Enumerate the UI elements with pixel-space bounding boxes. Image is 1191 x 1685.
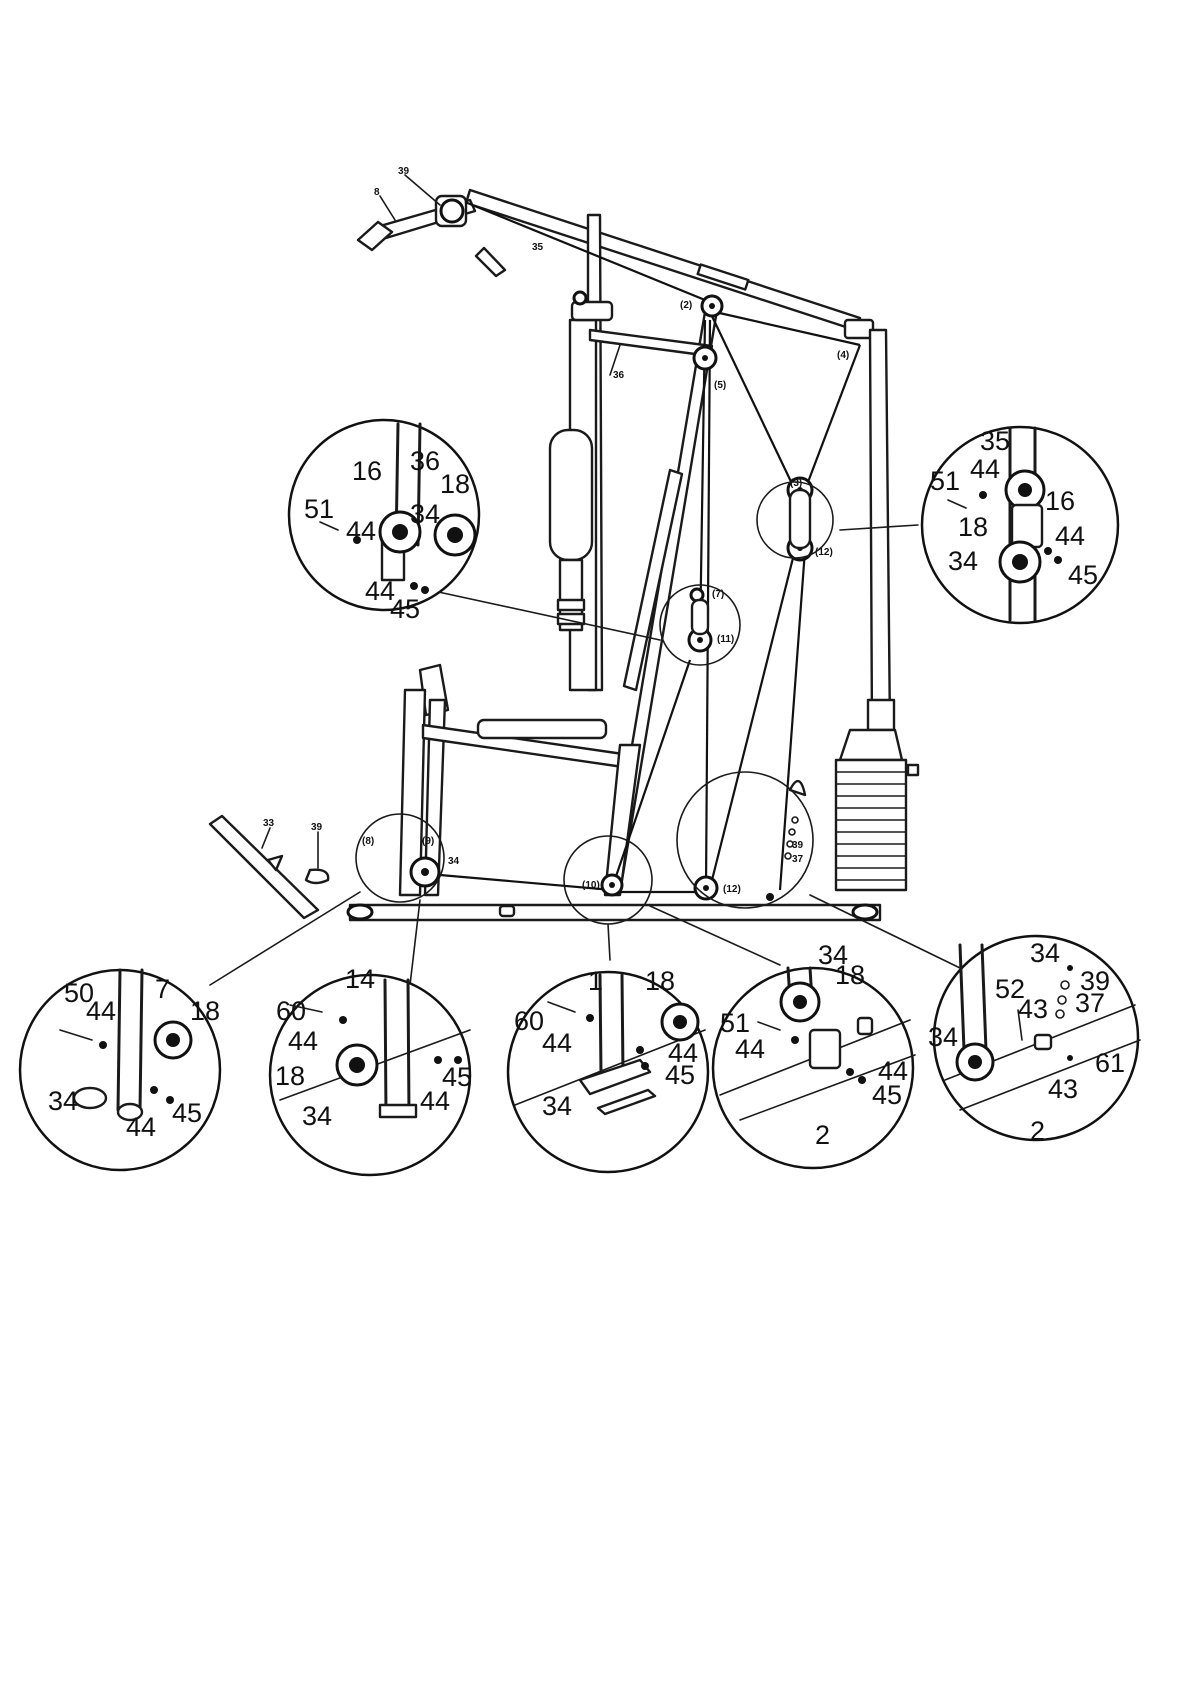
detail-bottom-5: 34 39 52 43 37 34 61 43 2 [928, 936, 1140, 1146]
d-ur-45: 45 [1068, 560, 1098, 590]
d-b5-34a: 34 [1030, 938, 1060, 968]
d-ul-45: 45 [390, 594, 420, 624]
detail-bottom-3: 1 18 60 44 44 45 34 [508, 966, 708, 1172]
d-ul-44a: 44 [346, 516, 376, 546]
d-b2-60: 60 [276, 996, 306, 1026]
detail-bottom-2: 14 60 44 18 34 44 45 [270, 964, 472, 1175]
d-ul-34: 34 [410, 499, 440, 529]
d-b5-34b: 34 [928, 1022, 958, 1052]
d-b5-2: 2 [1030, 1116, 1045, 1146]
tag-p3: (3) [790, 478, 802, 489]
tag-p8: (8) [362, 836, 374, 847]
tag-p2: (2) [680, 300, 692, 311]
d-ur-16: 16 [1045, 486, 1075, 516]
d-b2-18: 18 [275, 1061, 305, 1091]
label-handle-top: 8 [374, 187, 380, 198]
d-b5-43a: 43 [1018, 994, 1048, 1024]
d-b3-1: 1 [588, 966, 603, 996]
d-ur-35: 35 [980, 426, 1010, 456]
d-b2-14: 14 [345, 964, 375, 994]
d-b1-7: 7 [155, 974, 170, 1004]
d-ul-51: 51 [304, 494, 334, 524]
d-b4-18: 18 [835, 960, 865, 990]
label-chain-37: 37 [792, 854, 804, 865]
detail-bottom-4: 34 18 51 44 44 45 2 [713, 940, 915, 1168]
tag-p4: (4) [837, 350, 849, 361]
d-b1-45: 45 [172, 1098, 202, 1128]
label-34: 34 [448, 856, 460, 867]
d-ur-34: 34 [948, 546, 978, 576]
d-b5-37: 37 [1075, 988, 1105, 1018]
d-b2-45: 45 [442, 1062, 472, 1092]
tag-p11: (11) [717, 634, 734, 645]
detail-bottom-1: 50 44 7 18 34 44 45 [20, 970, 220, 1170]
detail-upper-left: 36 16 18 51 44 34 44 45 [289, 420, 479, 624]
label-handle-33: 33 [263, 818, 275, 829]
tag-p10: (10) [582, 880, 600, 891]
weight-stack [836, 730, 918, 890]
d-b1-18: 18 [190, 996, 220, 1026]
d-b2-34: 34 [302, 1101, 332, 1131]
d-b2-44a: 44 [288, 1026, 318, 1056]
d-b3-44a: 44 [542, 1028, 572, 1058]
d-ur-44a: 44 [970, 454, 1000, 484]
d-ur-44b: 44 [1055, 521, 1085, 551]
d-b5-43b: 43 [1048, 1074, 1078, 1104]
detail-upper-right: 35 51 44 16 18 44 34 45 [922, 426, 1118, 623]
label-cable-top: 35 [532, 242, 544, 253]
tag-p12a: (12) [815, 547, 833, 558]
label-lock-36: 36 [613, 370, 625, 381]
label-chain-39: 39 [792, 840, 804, 851]
d-b5-61: 61 [1095, 1048, 1125, 1078]
d-ul-18: 18 [440, 469, 470, 499]
d-ur-51: 51 [930, 466, 960, 496]
d-ur-18: 18 [958, 512, 988, 542]
d-b1-44b: 44 [126, 1112, 156, 1142]
d-b3-18: 18 [645, 966, 675, 996]
d-b3-34: 34 [542, 1091, 572, 1121]
label-clip-top: 39 [398, 166, 410, 177]
d-b4-45: 45 [872, 1080, 902, 1110]
d-b3-45: 45 [665, 1060, 695, 1090]
tag-p7: (7) [712, 589, 724, 600]
d-b3-60: 60 [514, 1006, 544, 1036]
tag-p5: (5) [714, 380, 726, 391]
d-ul-16: 16 [352, 456, 382, 486]
d-ul-36: 36 [410, 446, 440, 476]
tag-p9: (9) [422, 836, 434, 847]
d-b1-34: 34 [48, 1086, 78, 1116]
d-b4-2: 2 [815, 1120, 830, 1150]
label-clip-39: 39 [311, 822, 323, 833]
d-b4-44a: 44 [735, 1034, 765, 1064]
tag-p12b: (12) [723, 884, 741, 895]
d-b1-44a: 44 [86, 996, 116, 1026]
